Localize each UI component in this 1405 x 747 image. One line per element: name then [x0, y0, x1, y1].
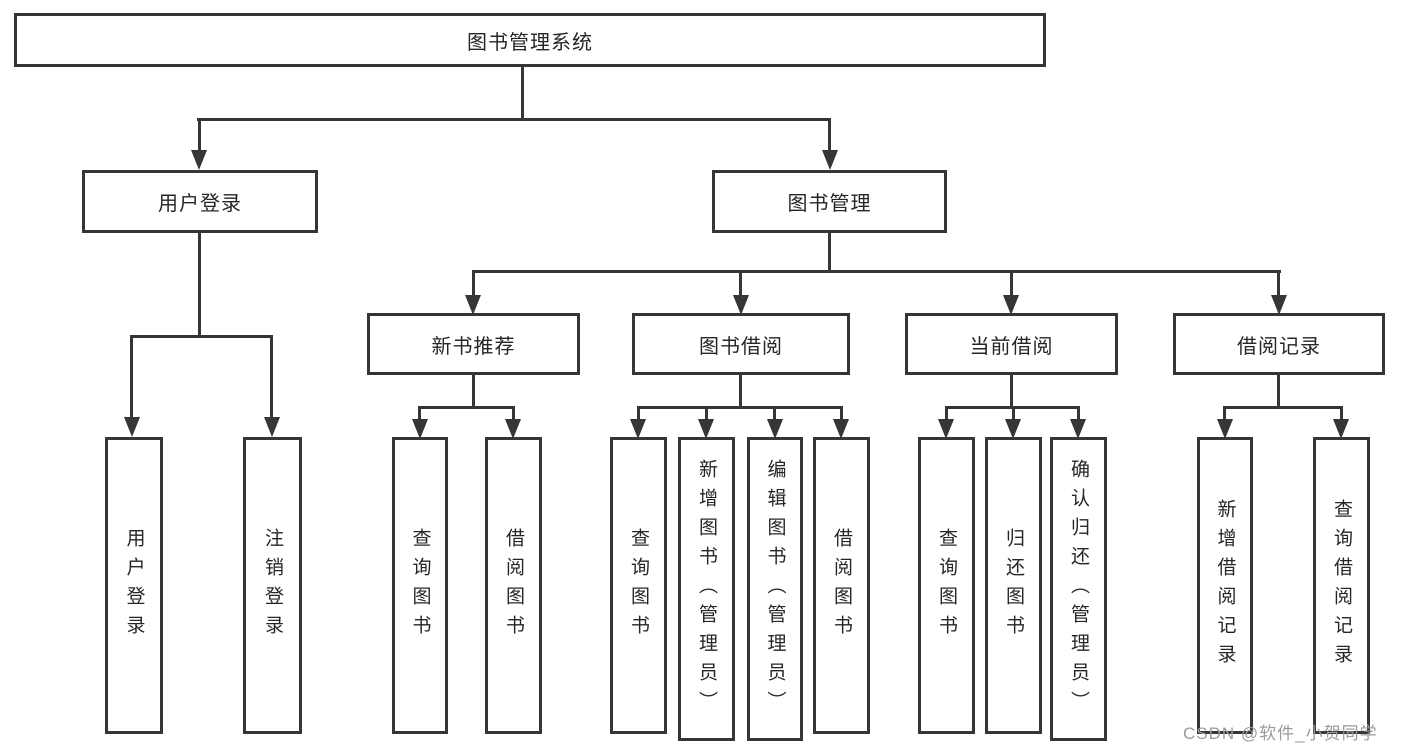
connector-group2-drop1: [1012, 406, 1015, 421]
connector-drop-logout-leaf: [270, 335, 273, 419]
leaf-add-borrow-record-label: 新增借阅记录: [1214, 498, 1236, 673]
leaf-query-borrow-record: 查询借阅记录: [1313, 437, 1370, 734]
connector-drop-book-management: [828, 118, 831, 154]
node-new-book-recommend-label: 新书推荐: [431, 335, 516, 358]
node-book-management-label: 图书管理: [787, 193, 872, 215]
connector-group3-hline: [1224, 406, 1342, 409]
connector-group1-drop1: [705, 406, 708, 421]
leaf-borrow-book-label: 借阅图书: [831, 527, 852, 644]
leaf-borrow-book-recommend: 借阅图书: [485, 437, 542, 734]
arrowhead-down-icon: [733, 295, 749, 315]
connector-group2-drop0: [945, 406, 948, 421]
connector-group2-vline: [1010, 375, 1013, 406]
leaf-confirm-return-admin-label: 确认归还（管理员）: [1068, 458, 1089, 720]
arrowhead-down-icon: [767, 419, 783, 439]
leaf-user-login-label: 用户登录: [123, 527, 145, 644]
csdn-watermark: CSDN @软件_小贺同学: [1183, 724, 1378, 743]
arrowhead-down-icon: [1005, 419, 1021, 439]
connector-group0-drop1: [512, 406, 515, 421]
leaf-logout-label: 注销登录: [262, 527, 283, 644]
arrowhead-down-icon: [1217, 419, 1233, 439]
leaf-query-book-borrowing: 查询图书: [610, 437, 667, 734]
connector-group0-drop0: [418, 406, 421, 421]
arrowhead-down-icon: [833, 419, 849, 439]
arrowhead-down-icon: [191, 150, 207, 170]
connector-group3-drop0: [1223, 406, 1226, 421]
node-root-library-system: 图书管理系统: [14, 13, 1046, 67]
arrowhead-down-icon: [1333, 419, 1349, 439]
leaf-add-borrow-record: 新增借阅记录: [1197, 437, 1253, 734]
connector-user-login-hline: [132, 335, 273, 338]
arrowhead-down-icon: [1070, 419, 1086, 439]
connector-root-vline: [521, 67, 524, 118]
node-borrowing-records: 借阅记录: [1173, 313, 1385, 375]
leaf-query-book-recommend-label: 查询图书: [409, 527, 431, 644]
arrowhead-down-icon: [698, 419, 714, 439]
connector-group1-hline: [638, 406, 843, 409]
connector-drop-book-borrow: [739, 270, 742, 297]
leaf-query-book-recommend: 查询图书: [392, 437, 448, 734]
connector-level1-hline: [197, 118, 831, 121]
node-user-login-label: 用户登录: [158, 193, 242, 215]
connector-drop-new-book: [472, 270, 475, 297]
node-user-login: 用户登录: [82, 170, 318, 233]
node-borrowing-records-label: 借阅记录: [1237, 335, 1321, 358]
connector-group2-drop2: [1077, 406, 1080, 421]
leaf-edit-book-admin-label: 编辑图书（管理员）: [764, 458, 786, 720]
leaf-edit-book-admin: 编辑图书（管理员）: [747, 437, 803, 741]
connector-group0-vline: [472, 375, 475, 406]
connector-group1-vline: [739, 375, 742, 406]
leaf-query-book-borrowing-label: 查询图书: [628, 527, 649, 644]
leaf-add-book-admin-label: 新增图书（管理员）: [696, 458, 717, 720]
leaf-return-book: 归还图书: [985, 437, 1042, 734]
connector-group0-hline: [418, 406, 515, 409]
node-book-management: 图书管理: [712, 170, 947, 233]
leaf-logout: 注销登录: [243, 437, 302, 734]
connector-drop-current-borrow: [1010, 270, 1013, 297]
connector-group1-drop3: [840, 406, 843, 421]
connector-drop-login-leaf: [130, 335, 133, 419]
node-current-borrowing: 当前借阅: [905, 313, 1118, 375]
connector-drop-borrow-record: [1277, 270, 1280, 297]
connector-group1-drop2: [773, 406, 776, 421]
arrowhead-down-icon: [505, 419, 521, 439]
leaf-confirm-return-admin: 确认归还（管理员）: [1050, 437, 1107, 741]
connector-group3-drop1: [1340, 406, 1343, 421]
arrowhead-down-icon: [412, 419, 428, 439]
leaf-query-book-current: 查询图书: [918, 437, 975, 734]
leaf-user-login: 用户登录: [105, 437, 163, 734]
leaf-return-book-label: 归还图书: [1003, 527, 1024, 644]
arrowhead-down-icon: [1003, 295, 1019, 315]
connector-group3-vline: [1277, 375, 1280, 406]
connector-book-mgmt-vline: [828, 233, 831, 270]
node-new-book-recommend: 新书推荐: [367, 313, 580, 375]
arrowhead-down-icon: [938, 419, 954, 439]
arrowhead-down-icon: [264, 417, 280, 437]
connector-level3-hline: [473, 270, 1281, 273]
leaf-borrow-book-recommend-label: 借阅图书: [503, 527, 524, 644]
node-book-borrowing: 图书借阅: [632, 313, 850, 375]
leaf-query-book-current-label: 查询图书: [936, 527, 957, 644]
connector-drop-user-login: [198, 118, 201, 154]
arrowhead-down-icon: [822, 150, 838, 170]
leaf-query-borrow-record-label: 查询借阅记录: [1331, 498, 1352, 673]
node-book-borrowing-label: 图书借阅: [699, 335, 783, 358]
arrowhead-down-icon: [465, 295, 481, 315]
arrowhead-down-icon: [124, 417, 140, 437]
node-current-borrowing-label: 当前借阅: [969, 335, 1054, 358]
arrowhead-down-icon: [630, 419, 646, 439]
node-root-label: 图书管理系统: [467, 31, 593, 54]
leaf-borrow-book: 借阅图书: [813, 437, 870, 734]
connector-user-login-vline: [198, 233, 201, 335]
leaf-add-book-admin: 新增图书（管理员）: [678, 437, 735, 741]
arrowhead-down-icon: [1271, 295, 1287, 315]
connector-group1-drop0: [637, 406, 640, 421]
